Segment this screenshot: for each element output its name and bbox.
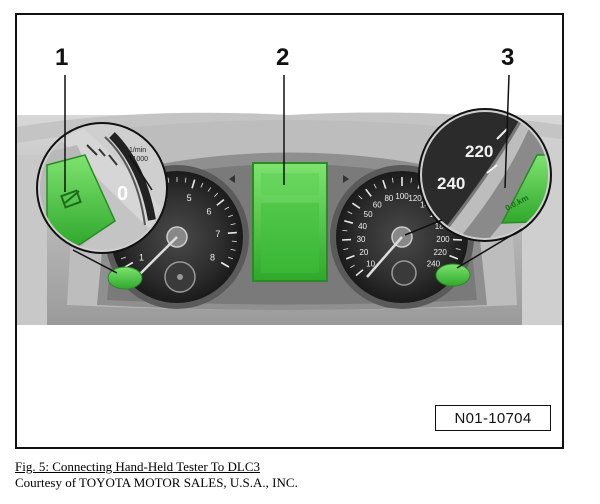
tachometer-tick [216, 198, 225, 206]
tachometer-scale-number: 6 [207, 206, 212, 216]
tachometer-tick [224, 206, 230, 210]
caption-credit: Courtesy of TOYOTA MOTOR SALES, U.S.A., … [15, 475, 298, 490]
tachometer-tick [230, 248, 236, 251]
clock-set-button [435, 263, 471, 287]
speedometer-tick [355, 269, 364, 277]
speedometer-scale-number: 30 [357, 235, 366, 244]
tachometer-tick [228, 256, 233, 260]
speedometer-tick [365, 188, 372, 197]
callout-3: 3 [501, 44, 514, 71]
speedometer-tick [391, 177, 394, 183]
instrument-cluster-illustration: 12345678 1020304050608010012014016018020… [17, 44, 562, 325]
speedometer-tick [449, 254, 459, 260]
speedometer-tick [351, 202, 361, 209]
zoom-right-number-1: 220 [465, 142, 493, 161]
figure-caption: Fig. 5: Connecting Hand-Held Tester To D… [15, 459, 298, 491]
leader-left-upper [128, 154, 153, 191]
right-arrow-icon [343, 175, 349, 183]
speedometer-tick [373, 183, 377, 189]
speedometer-scale-number: 10 [366, 259, 375, 268]
leader-line-3 [504, 74, 510, 189]
speedometer-tick [455, 248, 461, 251]
tachometer-tick [220, 261, 230, 268]
zoom-left-number: 0 [117, 183, 128, 205]
tachometer-tick [207, 187, 212, 192]
tachometer-tick [184, 177, 187, 183]
speedometer-scale-number: 40 [358, 222, 367, 231]
speedometer-tick [410, 177, 413, 183]
speedometer-subgauge [391, 260, 417, 286]
zoom-right-number-2: 240 [437, 174, 465, 193]
left-arrow-icon [229, 175, 235, 183]
tachometer-tick [230, 223, 236, 226]
speedometer-scale-number: 50 [364, 210, 373, 219]
callout-leader-lines [64, 74, 523, 274]
tachometer-tick [214, 192, 219, 197]
speedometer-scale-number: 80 [384, 194, 393, 203]
tachometer-tick [227, 231, 237, 234]
speedometer-tick [358, 195, 363, 200]
speedometer-tick [345, 254, 355, 260]
tachometer-scale-number: 7 [215, 229, 220, 239]
tachometer-tick [228, 214, 233, 218]
speedometer-tick [347, 211, 353, 215]
speedometer-scale-number: 120 [408, 194, 422, 203]
tachometer-needle [136, 236, 178, 278]
leader-right-inner [404, 219, 443, 236]
speedometer-scale-number: 20 [359, 248, 368, 257]
leader-right-lower [456, 228, 523, 269]
speedometer-scale-number: 60 [373, 200, 382, 209]
speedometer-tick [344, 219, 354, 224]
rpm-unit-line2: x 1000 [127, 156, 148, 163]
tachometer-tick [200, 182, 204, 188]
speedometer-scale-number: 180 [435, 222, 449, 231]
tachometer-scale-number: 1 [139, 253, 144, 263]
speedometer-tick [350, 264, 355, 268]
tachometer-tick [124, 261, 134, 268]
dlc-icon [60, 189, 82, 209]
leader-left-lower [72, 249, 118, 274]
speedometer-scale-number: 200 [436, 235, 450, 244]
speedometer-needle [366, 236, 403, 278]
center-display [229, 162, 349, 282]
speedometer-tick [343, 248, 349, 251]
speedometer-scale-number: 220 [433, 248, 447, 257]
tachometer-scale-number: 5 [187, 193, 192, 203]
zoom-bubble-right: 0.0.km 220 240 [418, 108, 552, 242]
speedometer-scale-number: 240 [427, 259, 441, 268]
speedometer-tick [342, 229, 348, 232]
figure-frame: 12345678 1020304050608010012014016018020… [15, 13, 564, 449]
speedometer-tick [382, 179, 387, 189]
figure-id-label: N01-10704 [435, 405, 551, 431]
callout-2: 2 [276, 44, 289, 71]
tachometer-scale-number: 8 [210, 253, 215, 263]
callout-1: 1 [55, 44, 68, 71]
rpm-unit-line1: 1/min [129, 147, 146, 154]
speedometer-scale-number: 100 [395, 192, 409, 201]
tachometer-tick [167, 177, 170, 183]
caption-title: Fig. 5: Connecting Hand-Held Tester To D… [15, 459, 261, 474]
tachometer-tick [191, 179, 196, 189]
tachometer-tick [121, 256, 126, 260]
zoom-bubble-left: 1/min x 1000 0 [36, 122, 168, 254]
